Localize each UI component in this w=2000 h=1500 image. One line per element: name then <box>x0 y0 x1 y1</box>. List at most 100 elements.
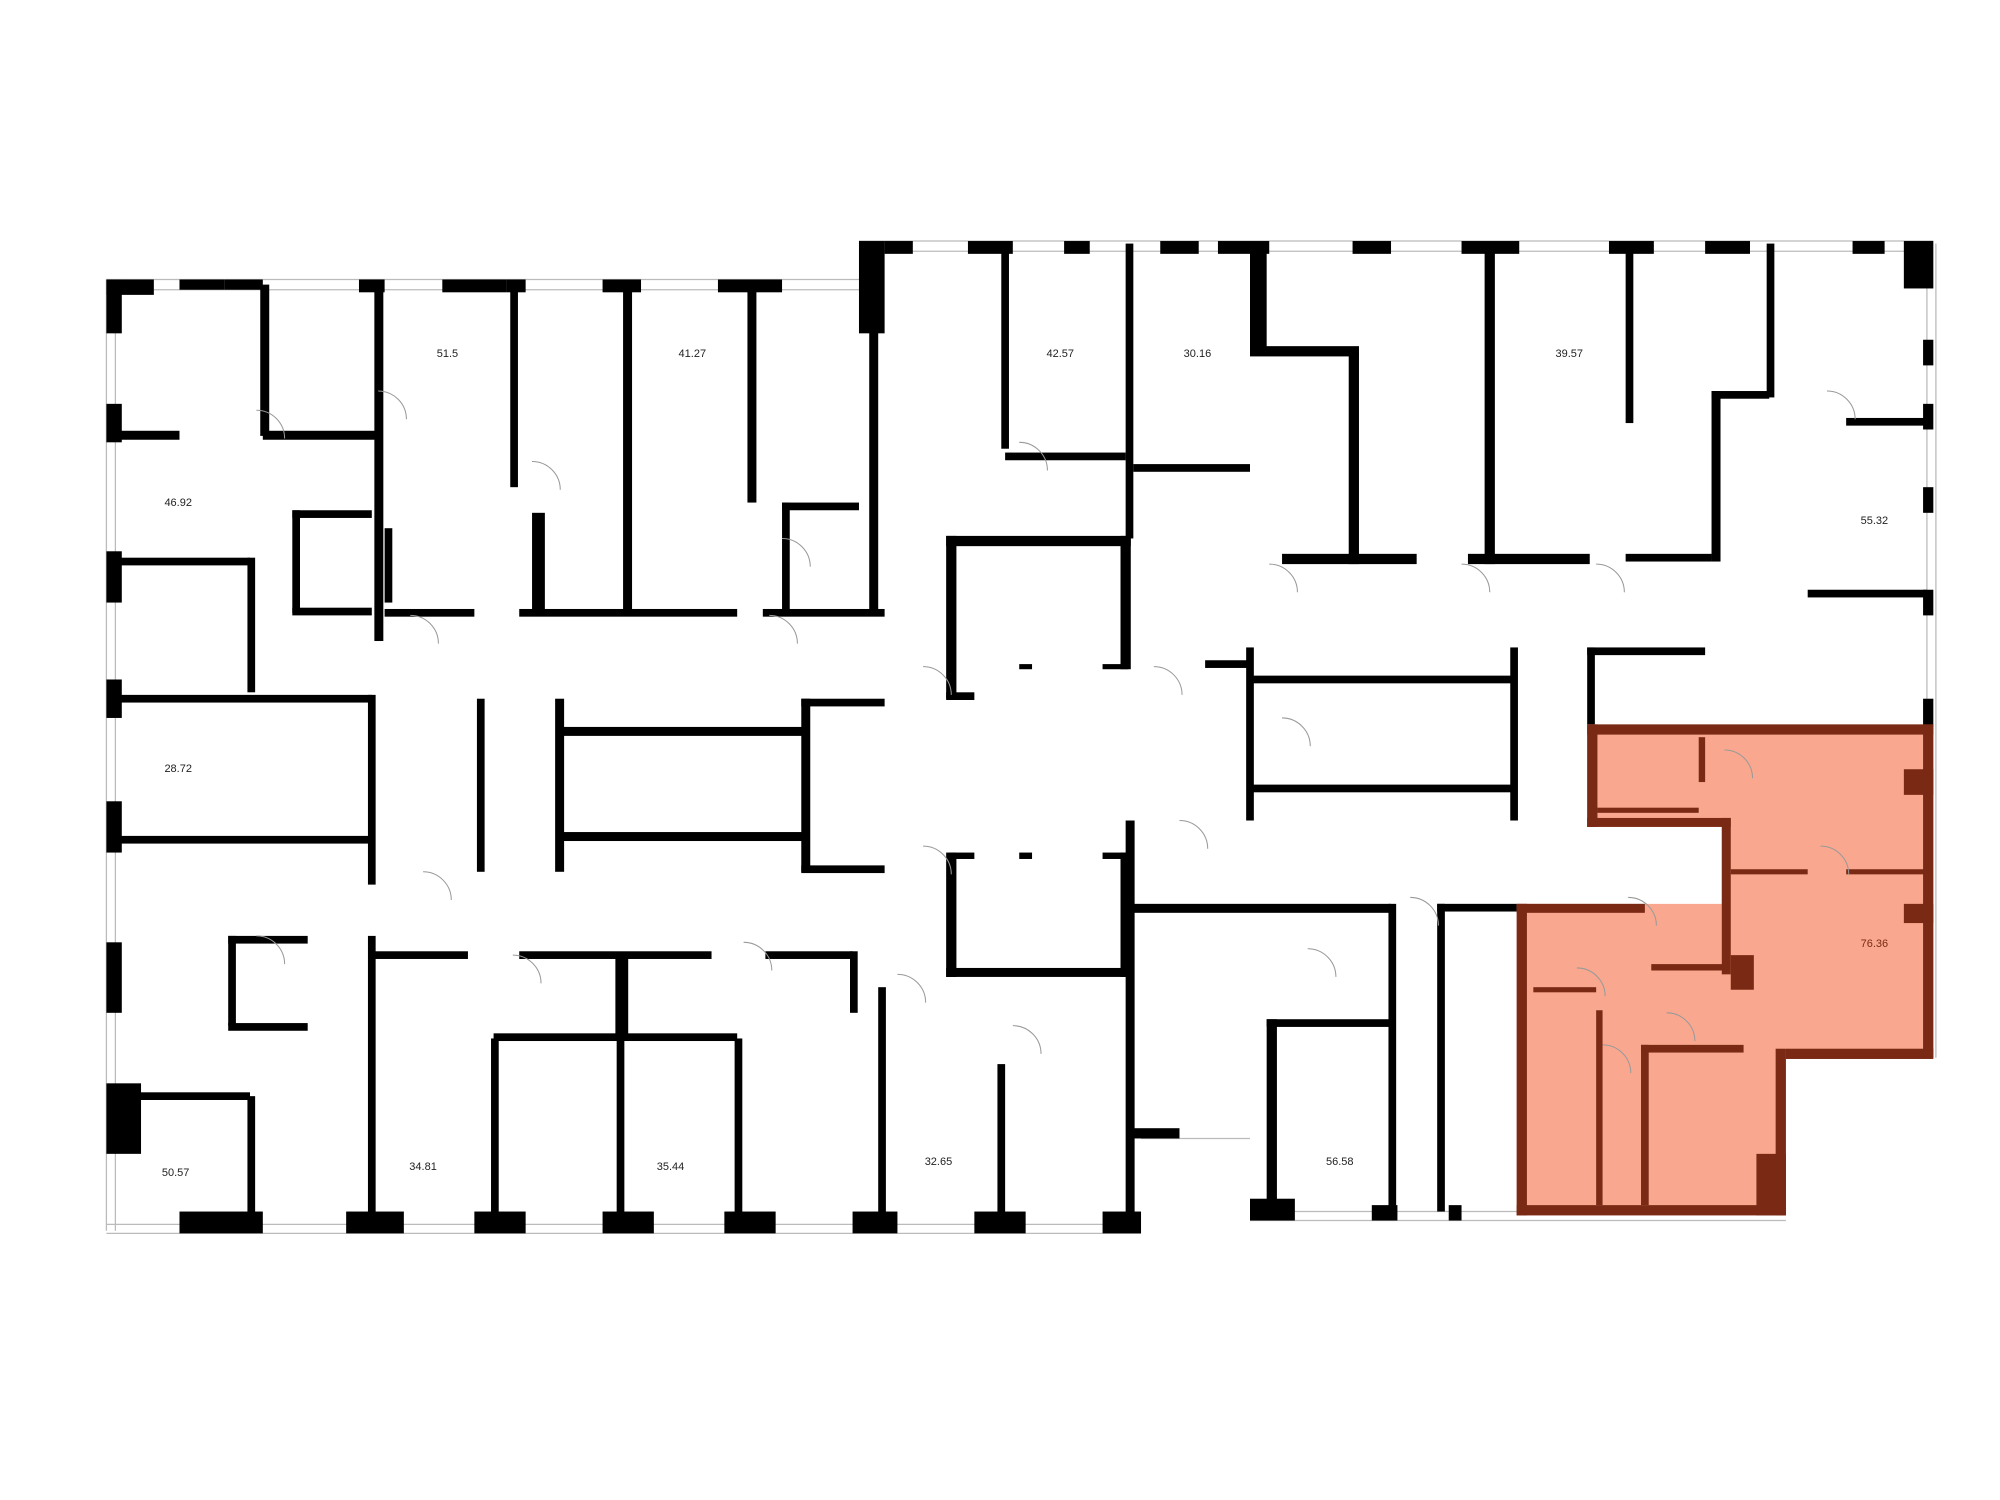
apartment-area-label[interactable]: 39.57 <box>1555 347 1583 360</box>
apartment-area-label[interactable]: 34.81 <box>409 1160 437 1173</box>
highlighted-wall <box>1698 737 1706 783</box>
apartment-area-label[interactable]: 46.92 <box>164 496 192 509</box>
wall <box>765 951 853 959</box>
wall <box>510 284 518 488</box>
wall <box>1250 346 1359 357</box>
highlighted-wall <box>1730 955 1754 990</box>
wall <box>115 430 180 440</box>
wall <box>1133 464 1250 472</box>
wall <box>1467 553 1590 565</box>
wall <box>106 801 122 853</box>
highlighted-wall <box>1923 724 1934 1058</box>
wall <box>228 935 236 1026</box>
apartment-area-label[interactable]: 41.27 <box>678 347 707 360</box>
apartment-area-label[interactable]: 35.44 <box>656 1160 685 1173</box>
highlighted-wall <box>1641 1044 1744 1053</box>
highlighted-wall <box>1903 903 1934 924</box>
wall <box>1160 241 1199 254</box>
wall <box>1001 243 1009 449</box>
door-swing <box>769 614 798 644</box>
wall <box>228 1023 308 1031</box>
door-swing <box>1596 563 1625 593</box>
highlighted-wall <box>1516 903 1645 913</box>
highlighted-wall <box>1596 1010 1603 1206</box>
wall <box>1711 391 1770 399</box>
wall <box>1437 903 1445 1212</box>
door-swing <box>1019 441 1048 471</box>
door-swing <box>782 537 811 567</box>
wall <box>1266 1019 1277 1212</box>
wall <box>801 698 811 872</box>
apartment-area-label[interactable]: 50.57 <box>161 1167 190 1180</box>
wall <box>106 942 122 1013</box>
wall <box>1852 241 1885 254</box>
highlighted-wall <box>1516 1205 1786 1216</box>
wall <box>946 535 1131 547</box>
wall <box>1923 698 1934 727</box>
door-swing <box>743 941 773 971</box>
wall <box>1250 243 1267 353</box>
wall <box>1510 647 1518 821</box>
wall <box>1246 647 1254 821</box>
wall <box>262 430 379 440</box>
highlighted-wall <box>1756 1153 1786 1216</box>
wall <box>782 502 859 511</box>
wall <box>1128 1128 1180 1139</box>
wall <box>474 1211 526 1234</box>
wall <box>1266 1019 1392 1027</box>
door-swing <box>423 871 452 901</box>
wall <box>115 557 250 566</box>
wall <box>292 510 300 613</box>
wall <box>367 935 376 1225</box>
wall <box>1128 903 1392 913</box>
highlighted-wall <box>1775 1048 1786 1216</box>
door-swing <box>1179 820 1209 849</box>
wall <box>1250 784 1513 793</box>
door-swing <box>1724 749 1754 779</box>
wall <box>1923 339 1934 366</box>
wall <box>1484 243 1495 565</box>
wall <box>224 279 263 290</box>
wall <box>1352 241 1392 254</box>
door-swing <box>1666 1012 1696 1042</box>
apartment-area-label[interactable]: 32.65 <box>924 1155 953 1168</box>
wall <box>115 1092 250 1100</box>
wall <box>1807 589 1927 598</box>
highlighted-wall <box>1641 1044 1649 1206</box>
wall <box>747 284 757 503</box>
wall <box>801 698 885 707</box>
wall <box>616 955 625 1225</box>
door-swing <box>923 845 952 875</box>
wall <box>179 279 225 290</box>
door-swing <box>1820 845 1850 875</box>
apartment-area-label[interactable]: 56.58 <box>1325 1155 1354 1168</box>
apartment-area-label[interactable]: 30.16 <box>1183 347 1212 360</box>
wall <box>1125 820 1135 1225</box>
door-swing <box>1602 1044 1632 1074</box>
wall <box>884 241 913 254</box>
wall <box>442 279 507 293</box>
highlighted-wall <box>1785 1048 1934 1059</box>
highlighted-apartment-walls <box>1516 724 1934 1216</box>
wall <box>852 1211 898 1234</box>
wall <box>384 528 393 603</box>
door-swing <box>532 461 561 490</box>
fixtures <box>256 390 1856 1074</box>
wall <box>1711 391 1721 562</box>
wall <box>948 852 975 859</box>
apartment-area-label[interactable]: 42.57 <box>1046 347 1075 360</box>
wall <box>247 557 256 693</box>
apartment-area-label[interactable]: 76.36 <box>1860 937 1889 950</box>
highlighted-wall <box>1587 817 1731 827</box>
apartment-area-label[interactable]: 28.72 <box>164 763 192 776</box>
apartment-area-label[interactable]: 55.32 <box>1860 514 1889 527</box>
wall <box>1120 535 1131 670</box>
wall <box>1903 241 1934 289</box>
apartment-area-label[interactable]: 51.5 <box>436 347 459 360</box>
wall <box>384 608 475 617</box>
highlighted-wall <box>1587 724 1934 735</box>
wall <box>115 835 372 844</box>
wall <box>292 510 372 518</box>
door-swing <box>1461 563 1491 593</box>
